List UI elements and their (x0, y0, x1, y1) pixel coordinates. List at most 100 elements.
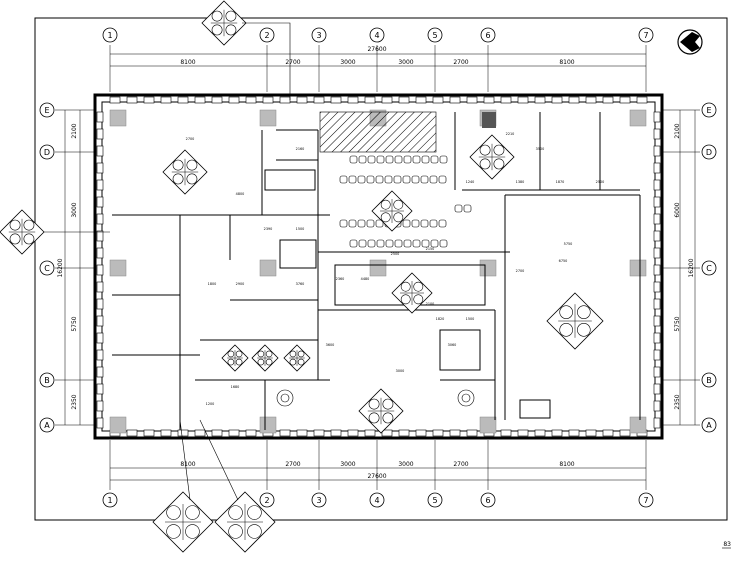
axis-B-left: B (44, 376, 50, 385)
inner-dimension: 3000 (396, 369, 405, 373)
room-dimension: 1680 (231, 385, 240, 389)
window-block (96, 400, 104, 412)
north-arrow-icon (677, 29, 703, 55)
chair (421, 155, 430, 164)
chair (393, 175, 402, 184)
room-dimension: 3500 (536, 147, 545, 151)
interior-walls (112, 112, 641, 430)
window-block (551, 96, 563, 104)
chair (357, 219, 366, 228)
chair (439, 155, 448, 164)
room-dimension: 2210 (506, 132, 515, 136)
axis-A-left: A (44, 421, 50, 430)
room-dimension: 2500 (596, 180, 605, 184)
chair (438, 175, 447, 184)
axis-B-right: B (706, 376, 712, 385)
axis-5-bottom: 5 (432, 496, 437, 505)
right-total: 16200 (688, 258, 695, 277)
window-block (279, 429, 291, 437)
window-block (96, 179, 104, 191)
chair (412, 155, 421, 164)
window-block (177, 429, 189, 437)
chair (421, 239, 430, 248)
room-dimension: 1870 (556, 180, 565, 184)
inner-dimension: 3060 (448, 343, 457, 347)
window-block (449, 429, 461, 437)
chair (384, 175, 393, 184)
left-total: 16200 (57, 258, 64, 277)
chair (430, 239, 439, 248)
window-block (143, 96, 155, 104)
window-block (653, 179, 661, 191)
right-span-3: 5750 (674, 316, 681, 331)
chair (403, 239, 412, 248)
window-block (653, 196, 661, 208)
chair (376, 239, 385, 248)
room-dimension: 4480 (361, 277, 370, 281)
window-block (245, 429, 257, 437)
detail-tag-icon (283, 344, 311, 372)
top-axis-bubbles (102, 27, 654, 43)
chair (339, 219, 348, 228)
top-span-6: 8100 (559, 59, 574, 66)
window-block (653, 281, 661, 293)
axis-6-top: 6 (485, 31, 490, 40)
right-span-1: 2100 (674, 123, 681, 138)
detail-tag-icon (546, 292, 604, 350)
chair (438, 219, 447, 228)
window-block (364, 429, 376, 437)
axis-3-bottom: 3 (316, 496, 321, 505)
window-block (194, 96, 206, 104)
chair (349, 155, 358, 164)
room-dimension: 2100 (426, 302, 435, 306)
window-block (143, 429, 155, 437)
window-block (347, 429, 359, 437)
detail-tag-icon (469, 134, 515, 180)
chair (411, 175, 420, 184)
window-block (126, 96, 138, 104)
chair (366, 175, 375, 184)
top-span-5: 2700 (453, 59, 468, 66)
detail-tag-icon (221, 344, 249, 372)
window-block (96, 332, 104, 344)
chair (375, 175, 384, 184)
room-dimension: 1500 (296, 227, 305, 231)
window-block (568, 429, 580, 437)
inner-dimension: 2500 (391, 252, 400, 256)
axis-6-bottom: 6 (485, 496, 490, 505)
window-block (96, 128, 104, 140)
window-block (653, 417, 661, 429)
window-block (449, 96, 461, 104)
detail-tag-icon (162, 149, 208, 195)
window-block (534, 429, 546, 437)
window-block (653, 298, 661, 310)
axis-7-bottom: 7 (643, 496, 648, 505)
chair (402, 175, 411, 184)
window-block (96, 315, 104, 327)
axis-2-top: 2 (264, 31, 269, 40)
window-block (653, 230, 661, 242)
window-block (330, 96, 342, 104)
detail-tag-icon (214, 491, 276, 553)
chair (349, 239, 358, 248)
chair (394, 155, 403, 164)
window-block (500, 96, 512, 104)
detail-tag-icon (371, 190, 413, 232)
window-block (194, 429, 206, 437)
window-block (262, 96, 274, 104)
left-span-1: 2100 (71, 123, 78, 138)
top-span-4: 3000 (398, 59, 413, 66)
room-dimension: 2160 (296, 147, 305, 151)
window-block (347, 96, 359, 104)
window-block (585, 429, 597, 437)
page-number: 83 (723, 541, 731, 548)
axis-E-left: E (44, 106, 49, 115)
chair (412, 239, 421, 248)
axis-3-top: 3 (316, 31, 321, 40)
axis-4-bottom: 4 (374, 496, 379, 505)
column-axis-grid (109, 45, 647, 490)
room-dimension: 1800 (208, 282, 217, 286)
window-block (585, 96, 597, 104)
chair (429, 219, 438, 228)
